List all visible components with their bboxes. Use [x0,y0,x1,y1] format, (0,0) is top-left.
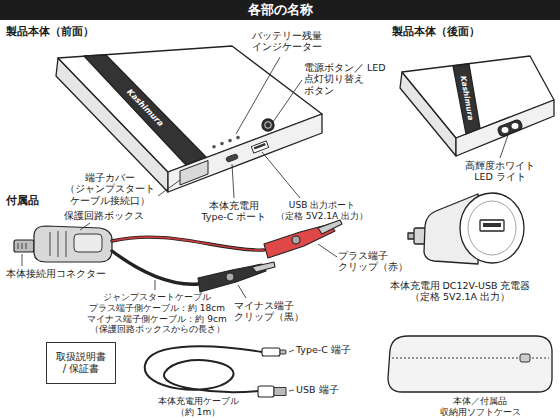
leader-line [500,135,508,158]
section-heading: 製品本体（後面） [392,25,480,38]
leader-line [289,390,294,391]
leader-line [155,280,156,290]
leader-line [80,223,90,230]
brand-logo: Kashimura [125,87,166,128]
front-device [56,46,322,192]
back-device [497,119,523,137]
part-label: バッテリー残量 インジケーター [248,30,326,53]
car-charger [460,193,524,263]
front-device [180,161,208,186]
part-label: 本体接続用コネクター [6,268,106,279]
leader-line [273,80,302,122]
front-device [212,145,216,149]
soft-case [520,354,530,362]
usb-cable [280,350,286,354]
leader-line [238,285,246,298]
leader-line [158,180,180,196]
leader-line [22,57,508,391]
part-label: USB 出力ポート （定格 5V2.1A 出力） [274,200,370,222]
protection-box [34,226,112,262]
section-heading: 製品本体（前面） [6,25,94,38]
front-device [84,55,206,165]
usb-cable [258,386,274,397]
usb-cable [274,388,286,396]
clip [226,273,234,281]
part-label: 本体充電用 Type-C ポート [196,200,272,223]
car-charger [483,223,501,227]
jump-cable [112,237,264,250]
leader-line [289,350,294,352]
front-device [226,154,239,163]
part-label: USB 端子 [296,384,339,395]
document-box: 取扱説明書 / 保証書 [46,342,116,384]
text-stack: 取扱説明書 / 保証書 [53,351,109,375]
back-device [453,64,480,134]
clip [252,262,275,272]
car-charger [480,220,504,231]
front-device [251,141,268,153]
front-device [262,119,274,131]
front-device [254,143,266,150]
box-text: 取扱説明書 / 保証書 [53,351,109,375]
front-device [228,139,232,143]
part-label: 本体充電用 DC12V-USB 充電器 （定格 5V2.1A 出力） [384,280,536,303]
part-label: ジャンプスタートケーブル プラス端子側ケーブル：約 18cm マイナス端子側ケー… [86,292,228,335]
part-label: 保護回路ボックス [64,210,144,221]
part-label: Type-C 端子 [296,344,351,355]
clip [198,220,342,292]
back-device [502,127,509,133]
protection-box [50,232,51,256]
front-device [220,142,224,146]
part-label: 高輝度ホワイト LED ライト [462,160,538,183]
part-label: 端子カバー （ジャンプスタート ケーブル接続口） [62,172,158,206]
car-charger [468,201,516,255]
car-charger [408,193,524,264]
front-device [236,136,240,140]
leader-line [232,164,234,198]
usb-cable [145,346,286,397]
back-device [512,123,519,129]
protection-box [18,243,19,249]
section-heading: 付属品 [6,194,39,207]
leader-line [22,254,23,266]
protection-box [66,231,67,257]
protection-box [58,231,59,257]
protection-box [22,243,23,249]
part-label: マイナス端子 クリップ（黒） [234,300,306,323]
part-label: 電源ボタン／ LED 点灯切り替え ボタン [304,62,386,96]
jump-cable [112,237,264,250]
part-label: プラス端子 クリップ（赤） [338,250,410,273]
part-label: 本体／付属品 収納用ソフトケース [430,396,530,418]
front-device [58,46,322,172]
part-label: 本体充電用ケーブル （約 1m） [150,396,246,418]
front-device [265,122,272,129]
clip [292,236,300,244]
protection-box [14,226,112,262]
protection-box [26,243,27,249]
leader-line [236,57,280,134]
leader-line [262,152,300,198]
soft-case [388,336,552,392]
jump-cable [112,251,198,284]
brand-logo: Kashimura [459,75,476,121]
leader-line [318,244,337,257]
usb-cable [262,348,280,356]
title-band: 各部の名称 [0,0,560,20]
back-device [400,56,554,156]
clip [318,220,342,234]
protection-box [14,240,34,252]
soft-case [388,336,552,392]
title-text: 各部の名称 [0,0,560,20]
protection-box [74,234,102,252]
usb-cable [145,346,262,392]
